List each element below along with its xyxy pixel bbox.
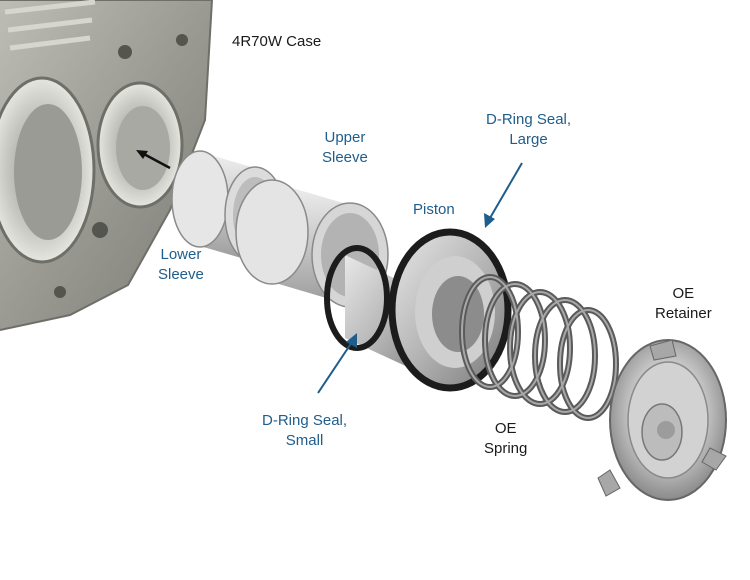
arrow-icon xyxy=(484,213,495,228)
transmission-case xyxy=(0,0,214,331)
label-oe-retainer: OE Retainer xyxy=(655,285,712,322)
label-lower-sleeve: Lower Sleeve xyxy=(158,246,204,283)
label-oe-spring: OE Spring xyxy=(484,420,528,457)
dring-small-pointer xyxy=(317,333,357,394)
oe-retainer xyxy=(597,339,727,501)
dring-large-pointer xyxy=(484,162,523,228)
label-piston: Piston xyxy=(413,201,455,218)
case-bore-arrow xyxy=(136,150,171,170)
label-dring-small: D-Ring Seal, Small xyxy=(262,412,348,449)
label-case: 4R70W Case xyxy=(232,33,322,50)
label-dring-large: D-Ring Seal, Large xyxy=(486,111,572,148)
label-upper-sleeve: Upper Sleeve xyxy=(322,129,368,166)
arrow-icon xyxy=(346,333,357,348)
